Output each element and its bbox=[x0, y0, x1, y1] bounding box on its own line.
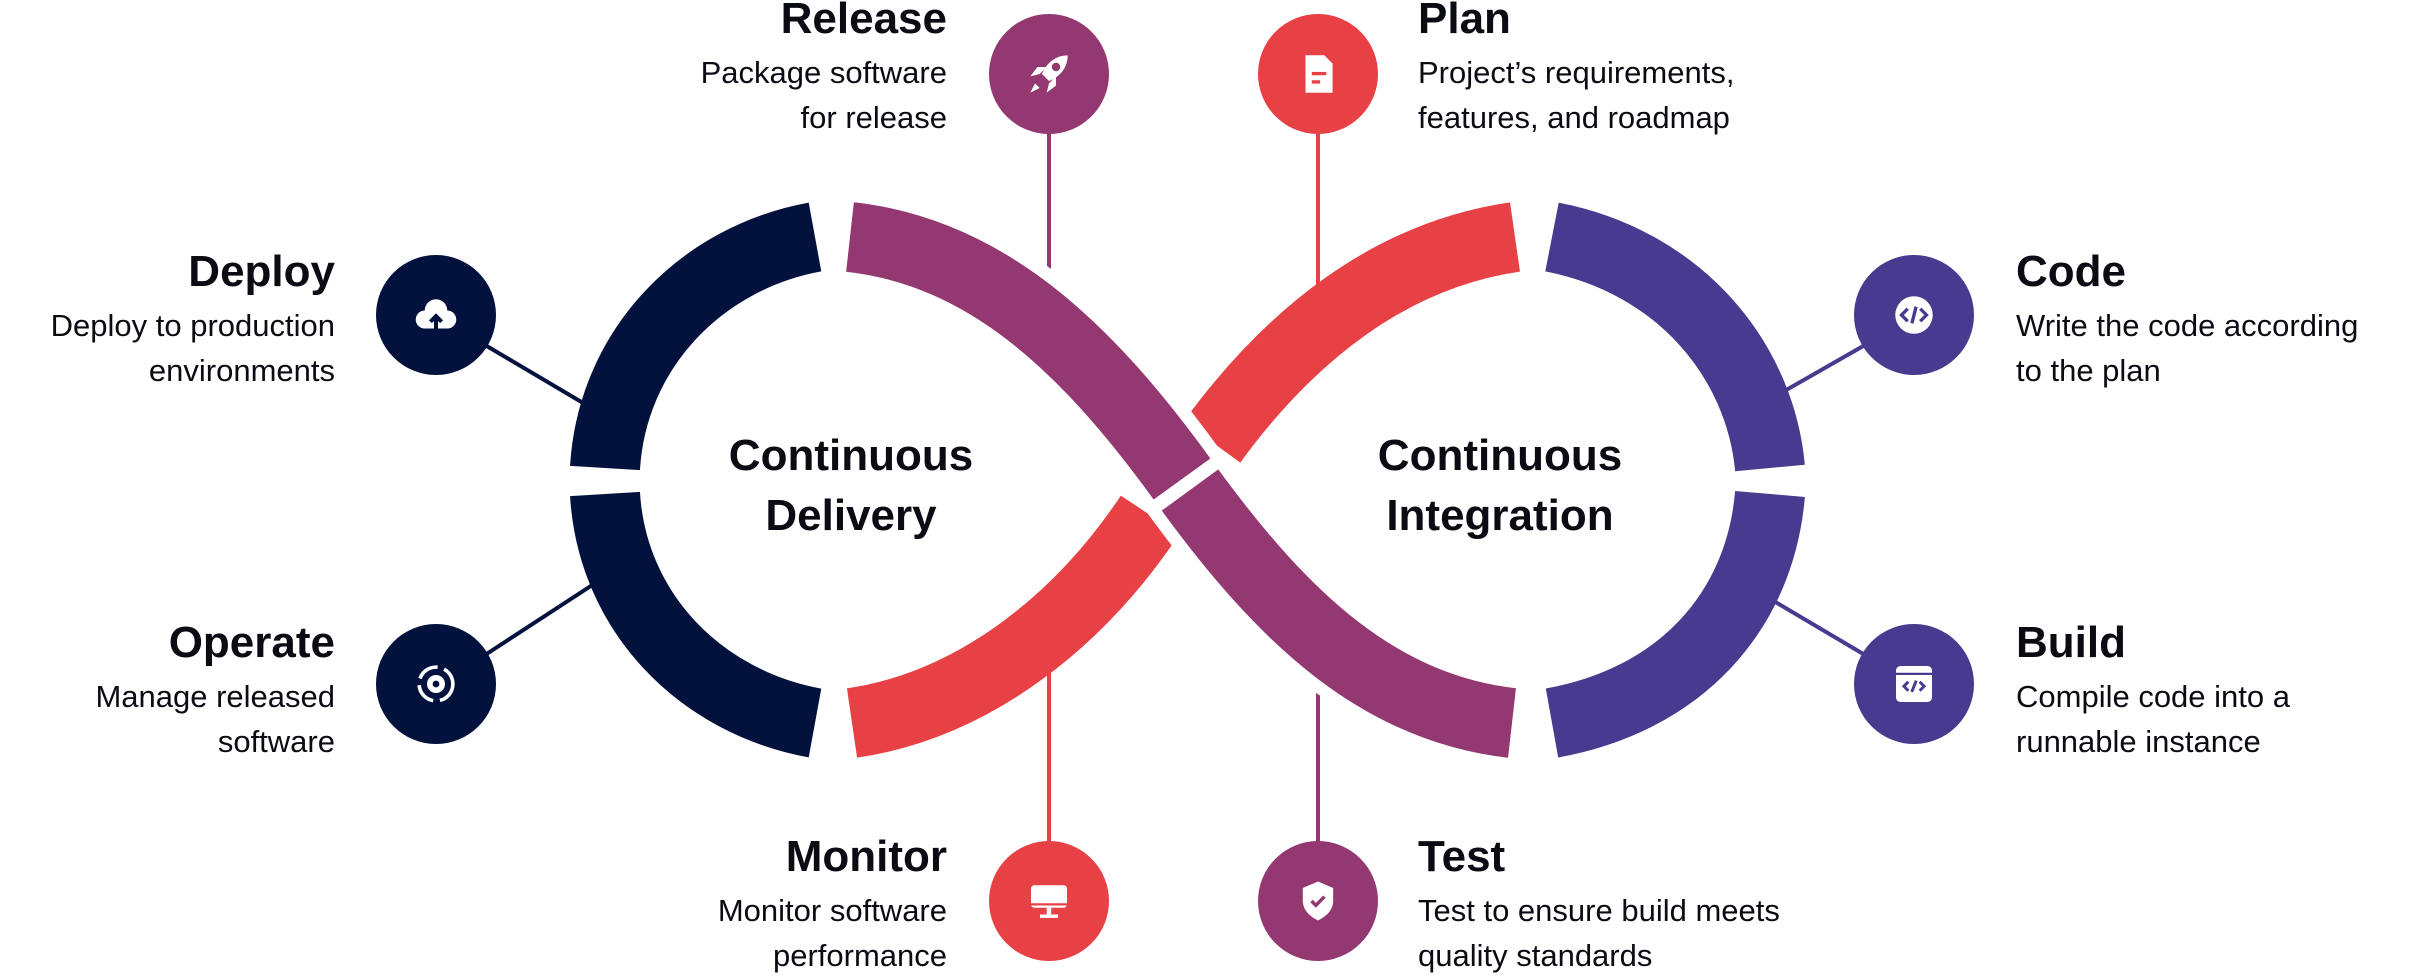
build-icon-circle bbox=[1854, 624, 1974, 744]
stage-title: Monitor bbox=[785, 832, 947, 881]
operate-icon-circle bbox=[376, 624, 496, 744]
test-icon-circle bbox=[1258, 841, 1378, 961]
plan-icon-circle bbox=[1258, 14, 1378, 134]
stage-title: Release bbox=[780, 0, 947, 43]
deploy-icon-circle bbox=[376, 255, 496, 375]
continuous-integration-label: Continuous Integration bbox=[1300, 426, 1700, 546]
code-band bbox=[1544, 202, 1805, 473]
code-icon bbox=[1895, 296, 1933, 334]
continuous-delivery-label: Continuous Delivery bbox=[651, 426, 1051, 546]
stage-title: Operate bbox=[168, 618, 335, 667]
stage-title: Code bbox=[2016, 247, 2126, 296]
center-line: Delivery bbox=[765, 491, 937, 540]
test-band bbox=[1161, 469, 1517, 758]
monitor-icon-circle bbox=[989, 841, 1109, 961]
release-icon-circle bbox=[989, 14, 1109, 134]
operate-connector bbox=[483, 578, 602, 657]
stage-title: Plan bbox=[1418, 0, 1511, 43]
gear-cycle-icon bbox=[417, 665, 455, 703]
operate-band bbox=[570, 490, 823, 758]
stage-title: Build bbox=[2016, 618, 2126, 667]
stage-title: Test bbox=[1418, 832, 1506, 881]
center-line: Continuous bbox=[1377, 431, 1623, 480]
monitor-icon bbox=[1031, 885, 1067, 918]
center-line: Integration bbox=[1386, 491, 1614, 540]
plan-band bbox=[1183, 202, 1521, 463]
shield-check-icon bbox=[1302, 881, 1334, 921]
document-icon bbox=[1305, 55, 1333, 93]
rocket-icon bbox=[1030, 55, 1068, 93]
release-band bbox=[845, 202, 1211, 500]
deploy-band bbox=[570, 202, 823, 471]
center-line: Continuous bbox=[728, 431, 974, 480]
deploy-connector bbox=[483, 343, 597, 412]
stage-title: Deploy bbox=[188, 247, 335, 296]
code-window-icon bbox=[1896, 666, 1932, 702]
code-icon-circle bbox=[1854, 255, 1974, 375]
cloud-upload-icon bbox=[415, 299, 457, 331]
stage-plan: Plan Project’s requirements,features, an… bbox=[1418, 0, 1978, 140]
monitor-band bbox=[846, 495, 1180, 758]
stage-description: Project’s requirements,features, and roa… bbox=[1418, 55, 1735, 135]
build-band bbox=[1545, 490, 1805, 758]
